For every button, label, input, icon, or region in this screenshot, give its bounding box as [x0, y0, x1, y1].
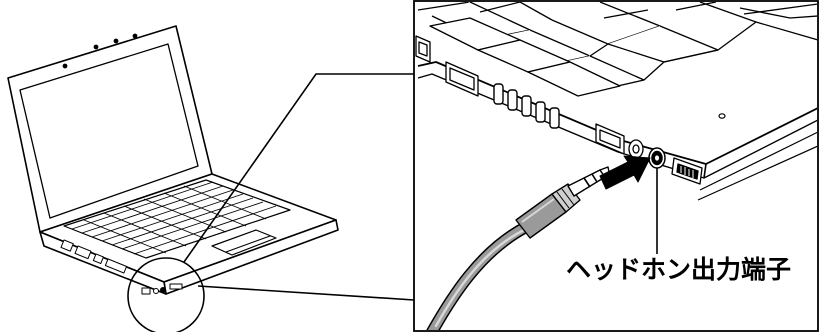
headphone-jack: [649, 148, 665, 168]
headphone-jack-label: ヘッドホン出力端子: [566, 250, 791, 286]
laptop-illustration: [8, 26, 338, 294]
detail-mic-jack: [629, 140, 643, 158]
